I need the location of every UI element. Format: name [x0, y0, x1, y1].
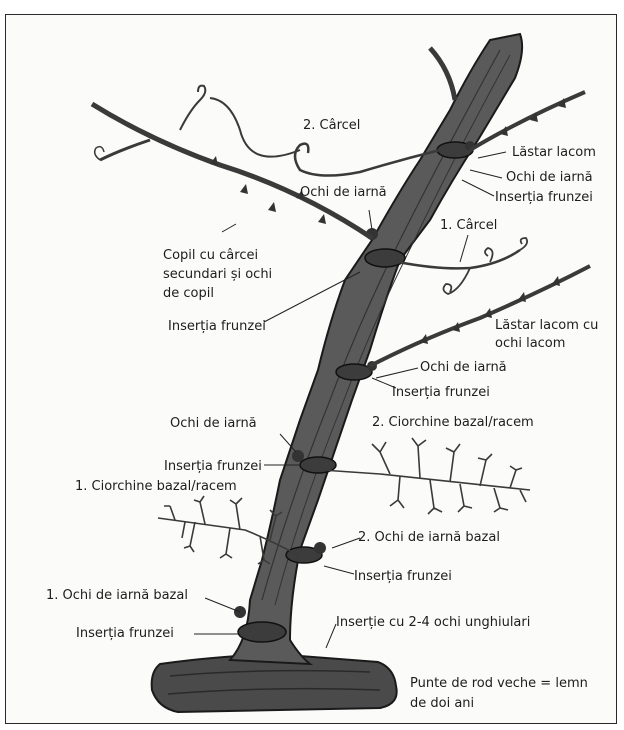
label-winter-bud-lower: Ochi de iarnă [170, 416, 257, 432]
label-leaf-insertion-basal-2: Inserția frunzei [354, 569, 452, 585]
label-water-shoot-bud-line2: ochi lacom [495, 336, 565, 352]
label-leaf-insertion-mid: Inserția frunzei [392, 385, 490, 401]
label-old-wood-line1: Punte de rod veche = lemn [410, 676, 588, 692]
label-leaf-insertion-base: Inserția frunzei [76, 626, 174, 642]
label-old-wood-line2: de doi ani [410, 696, 474, 712]
label-tendril-1: 1. Cârcel [440, 218, 497, 234]
label-tendril-2: 2. Cârcel [303, 118, 360, 134]
label-lateral-shoot-line2: secundari și ochi [163, 267, 272, 283]
label-water-shoot-bud-line1: Lăstar lacom cu [495, 318, 598, 334]
label-leaf-insertion-lower: Inserția frunzei [164, 459, 262, 475]
label-basal-winter-bud-2: 2. Ochi de iarnă bazal [358, 530, 500, 546]
label-lateral-shoot-line3: de copil [163, 286, 214, 302]
label-winter-bud-mid: Ochi de iarnă [420, 360, 507, 376]
label-water-shoot: Lăstar lacom [512, 145, 596, 161]
lateral-shoot-left [92, 86, 372, 238]
tendril-1 [398, 238, 527, 294]
label-cluster-1: 1. Ciorchine bazal/racem [75, 479, 237, 495]
label-leaf-insertion-left: Inserția frunzei [168, 319, 266, 335]
cluster-2 [322, 438, 530, 514]
label-angular-buds-insertion: Inserție cu 2-4 ochi unghiulari [336, 615, 530, 631]
old-wood-log [152, 655, 397, 712]
label-leaf-insertion-top: Inserția frunzei [495, 190, 593, 206]
label-basal-winter-bud-1: 1. Ochi de iarnă bazal [46, 588, 188, 604]
label-lateral-shoot-line1: Copil cu cârcei [163, 248, 258, 264]
label-winter-bud-branch: Ochi de iarnă [300, 185, 387, 201]
label-cluster-2: 2. Ciorchine bazal/racem [372, 415, 534, 431]
label-winter-bud-top: Ochi de iarnă [506, 170, 593, 186]
